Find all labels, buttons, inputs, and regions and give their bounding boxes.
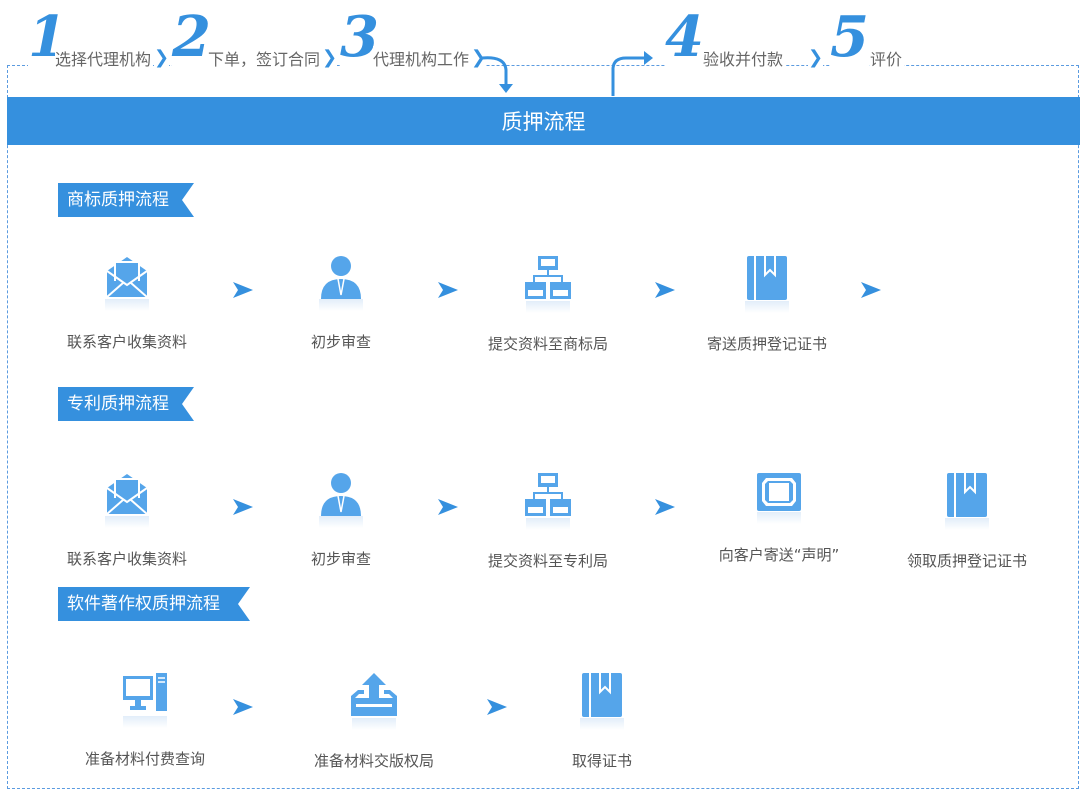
computer-icon [55, 672, 235, 716]
flow-step-label: 提交资料至专利局 [458, 550, 638, 571]
flow-step: 寄送质押登记证书 [677, 255, 857, 354]
icon-reflection [105, 516, 149, 528]
step-4-number: 4 [665, 6, 704, 68]
curve-down-arrow-icon [480, 50, 520, 96]
step-2-number: 2 [172, 6, 211, 68]
sitemap-icon [458, 255, 638, 301]
flow-step-label: 初步审查 [251, 331, 431, 352]
flow-step: 准备材料交版权局 [284, 672, 464, 771]
arrow-right-icon [438, 499, 458, 515]
flow-step-label: 取得证书 [512, 750, 692, 771]
flow-step: 向客户寄送“声明” [689, 472, 869, 565]
chevron-right-icon: ❯ [322, 47, 337, 68]
flow-step: 准备材料付费查询 [55, 672, 235, 769]
curve-up-arrow-icon [606, 48, 656, 98]
flow-step: 提交资料至商标局 [458, 255, 638, 354]
icon-reflection [105, 299, 149, 311]
page-title: 质押流程 [7, 97, 1080, 145]
step-4-label: 验收并付款 [703, 46, 785, 70]
flow-step: 提交资料至专利局 [458, 472, 638, 571]
book-icon [512, 672, 692, 718]
flow-step-label: 寄送质押登记证书 [677, 333, 857, 354]
chevron-right-icon: ❯ [808, 47, 823, 68]
step-nav: 1 选择代理机构 ❯ 2 下单，签订合同 ❯ 3 代理机构工作 ❯ 4 验收并付… [0, 0, 1089, 70]
flow-step: 初步审查 [251, 255, 431, 352]
upload-tray-icon [284, 672, 464, 718]
flow-step-label: 初步审查 [251, 548, 431, 569]
arrow-right-icon [487, 699, 507, 715]
section-tag: 软件著作权质押流程 [58, 587, 250, 621]
icon-reflection [319, 299, 363, 311]
arrow-right-icon [233, 499, 253, 515]
person-icon [251, 472, 431, 516]
icon-reflection [526, 518, 570, 530]
sitemap-icon [458, 472, 638, 518]
envelope-icon [37, 255, 217, 299]
flow-step: 取得证书 [512, 672, 692, 771]
flow-step-label: 提交资料至商标局 [458, 333, 638, 354]
arrow-right-icon [438, 282, 458, 298]
icon-reflection [757, 512, 801, 524]
step-5-number: 5 [830, 6, 869, 68]
section-tag: 专利质押流程 [58, 387, 194, 421]
flow-step-label: 准备材料付费查询 [55, 748, 235, 769]
flow-step-label: 领取质押登记证书 [877, 550, 1057, 571]
icon-reflection [945, 518, 989, 530]
step-1-label: 选择代理机构 [55, 46, 153, 70]
icon-reflection [123, 716, 167, 728]
icon-reflection [352, 718, 396, 730]
icon-reflection [745, 301, 789, 313]
icon-reflection [580, 718, 624, 730]
flow-step: 领取质押登记证书 [877, 472, 1057, 571]
flow-step-label: 联系客户收集资料 [37, 331, 217, 352]
arrow-right-icon [233, 699, 253, 715]
flow-step-label: 向客户寄送“声明” [689, 544, 869, 565]
frame-icon [689, 472, 869, 512]
envelope-icon [37, 472, 217, 516]
flow-step: 联系客户收集资料 [37, 472, 217, 569]
book-icon [677, 255, 857, 301]
flow-step: 联系客户收集资料 [37, 255, 217, 352]
step-3-label: 代理机构工作 [373, 46, 471, 70]
arrow-right-icon [233, 282, 253, 298]
arrow-right-icon [655, 499, 675, 515]
step-5-label: 评价 [870, 46, 904, 70]
icon-reflection [526, 301, 570, 313]
section-tag: 商标质押流程 [58, 183, 194, 217]
chevron-right-icon: ❯ [154, 47, 169, 68]
arrow-right-icon [655, 282, 675, 298]
arrow-right-icon [861, 282, 881, 298]
flow-step-label: 准备材料交版权局 [284, 750, 464, 771]
icon-reflection [319, 516, 363, 528]
book-icon [877, 472, 1057, 518]
flow-step-label: 联系客户收集资料 [37, 548, 217, 569]
person-icon [251, 255, 431, 299]
flow-step: 初步审查 [251, 472, 431, 569]
step-2-label: 下单，签订合同 [208, 46, 322, 70]
